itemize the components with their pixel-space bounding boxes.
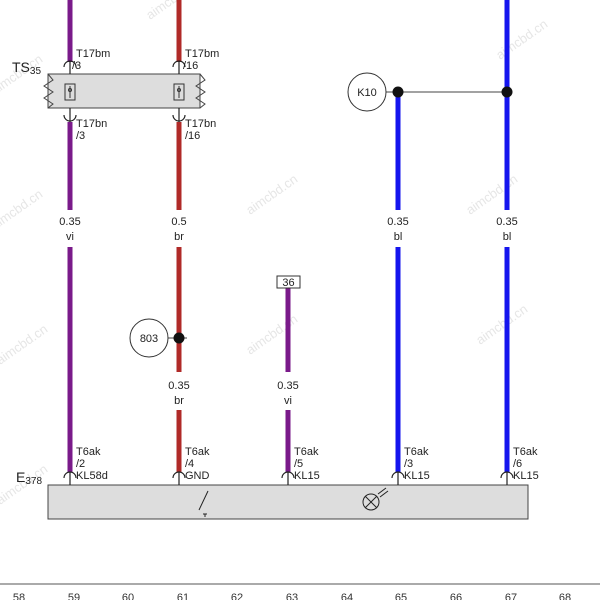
wire-spec-size: 0.35 bbox=[168, 380, 189, 392]
e-conn-pin: /4 bbox=[185, 458, 194, 470]
watermark: aimcbd.cn bbox=[493, 16, 550, 62]
wire-spec-size: 0.35 bbox=[387, 216, 408, 228]
watermark: aimcbd.cn bbox=[473, 301, 530, 347]
ruler-number: 59 bbox=[68, 592, 80, 600]
junction-dot bbox=[501, 86, 513, 98]
e-block: E378 bbox=[16, 469, 529, 520]
ts-block: TS35 bbox=[12, 59, 206, 109]
ts-conn-61-bottom-name: T17bn bbox=[185, 118, 216, 130]
e-conn-name: T6ak bbox=[513, 446, 538, 458]
ref-36-frame bbox=[276, 275, 301, 289]
watermark: aimcbd.cn bbox=[243, 171, 300, 217]
wire-spec-color: br bbox=[174, 395, 184, 407]
wire-spec-size: 0.35 bbox=[277, 380, 298, 392]
junction-dot bbox=[173, 332, 185, 344]
e-conn-signal: KL58d bbox=[76, 470, 108, 482]
ref-36-box[interactable]: 36 bbox=[276, 275, 301, 289]
k10-label: K10 bbox=[357, 87, 377, 99]
ruler-number: 67 bbox=[505, 592, 517, 600]
ts-contact-59-dot bbox=[68, 88, 72, 92]
e-block-name: E378 bbox=[16, 469, 42, 487]
ruler-number: 68 bbox=[559, 592, 571, 600]
e-conn-name: T6ak bbox=[185, 446, 210, 458]
e-conn-pin: /6 bbox=[513, 458, 522, 470]
ts-conn-59-top-name: T17bm bbox=[76, 48, 110, 60]
wire-spec-color: bl bbox=[394, 231, 403, 243]
e-conn-signal: KL15 bbox=[294, 470, 320, 482]
ruler-number: 65 bbox=[395, 592, 407, 600]
ts-contact-59 bbox=[64, 83, 76, 101]
wire-spec-color: br bbox=[174, 231, 184, 243]
ts-pin-symbols bbox=[63, 60, 186, 122]
e-pin-symbols bbox=[63, 471, 514, 485]
e-conn-name: T6ak bbox=[404, 446, 429, 458]
ruler-number: 66 bbox=[450, 592, 462, 600]
wire-spec-size: 0.35 bbox=[59, 216, 80, 228]
ts-conn-61-bottom-pin: /16 bbox=[185, 130, 200, 142]
e-block-body bbox=[47, 484, 529, 520]
ruler-number: 62 bbox=[231, 592, 243, 600]
ruler-number: 61 bbox=[177, 592, 189, 600]
ts-conn-61-top-name: T17bm bbox=[185, 48, 219, 60]
e-conn-name: T6ak bbox=[294, 446, 319, 458]
e-conn-signal: GND bbox=[185, 470, 210, 482]
e-conn-signal: KL15 bbox=[404, 470, 430, 482]
wire-spec-color: bl bbox=[503, 231, 512, 243]
e-conn-pin: /5 bbox=[294, 458, 303, 470]
ruler-number: 58 bbox=[13, 592, 25, 600]
ruler-numbers: 58 59 60 61 62 63 64 65 66 67 68 bbox=[13, 592, 571, 604]
n803-circle bbox=[129, 318, 169, 358]
ref-36-label: 36 bbox=[282, 277, 294, 289]
ts-conn-59-bottom-pin: /3 bbox=[76, 130, 85, 142]
ts-block-name: TS35 bbox=[12, 59, 41, 77]
ruler-number: 63 bbox=[286, 592, 298, 600]
ts-block-break-right bbox=[195, 73, 206, 109]
watermark: aimcbd.cn bbox=[463, 171, 520, 217]
watermark: aimcbd.cn bbox=[143, 0, 200, 22]
dimmer-symbol bbox=[198, 490, 209, 517]
wire-spec-size: 0.35 bbox=[496, 216, 517, 228]
ts-contact-61 bbox=[173, 83, 185, 101]
ts-conn-59-bottom-name: T17bn bbox=[76, 118, 107, 130]
watermark: aimcbd.cn bbox=[0, 186, 45, 232]
e-conn-pin: /3 bbox=[404, 458, 413, 470]
ts-connector-labels: T17bm /3 T17bn /3 T17bm /16 T17bn /16 bbox=[72, 48, 219, 142]
ts-contact-61-dot bbox=[177, 88, 181, 92]
lamp-icon bbox=[362, 487, 389, 511]
wire-spec-color: vi bbox=[284, 395, 292, 407]
e-conn-name: T6ak bbox=[76, 446, 101, 458]
n803-node[interactable]: 803 bbox=[129, 318, 185, 358]
ts-conn-61-top-pin: /16 bbox=[183, 60, 198, 72]
k10-node[interactable]: K10 bbox=[347, 72, 513, 112]
watermark: aimcbd.cn bbox=[243, 311, 300, 357]
e-conn-signal: KL15 bbox=[513, 470, 539, 482]
ts-block-break-left bbox=[43, 73, 54, 109]
k10-circle bbox=[347, 72, 387, 112]
watermark: aimcbd.cn bbox=[0, 321, 50, 367]
wire-spec-color: vi bbox=[66, 231, 74, 243]
column-ruler: 58 59 60 61 62 63 64 65 66 67 68 bbox=[0, 583, 600, 604]
n803-label: 803 bbox=[140, 333, 158, 345]
ts-conn-59-top-pin: /3 bbox=[72, 60, 81, 72]
ruler-number: 64 bbox=[341, 592, 353, 600]
wire-spec-labels: 0.35 vi 0.5 br 0.35 br 0.35 vi 0.35 bl 0… bbox=[59, 216, 517, 407]
ts-block-body bbox=[47, 73, 201, 109]
ruler-number: 60 bbox=[122, 592, 134, 600]
junction-dot bbox=[392, 86, 404, 98]
wires bbox=[67, 0, 512, 472]
e-connector-labels: T6ak /2 KL58d T6ak /4 GND T6ak /5 KL15 T… bbox=[76, 446, 539, 482]
e-conn-pin: /2 bbox=[76, 458, 85, 470]
wire-spec-size: 0.5 bbox=[171, 216, 186, 228]
